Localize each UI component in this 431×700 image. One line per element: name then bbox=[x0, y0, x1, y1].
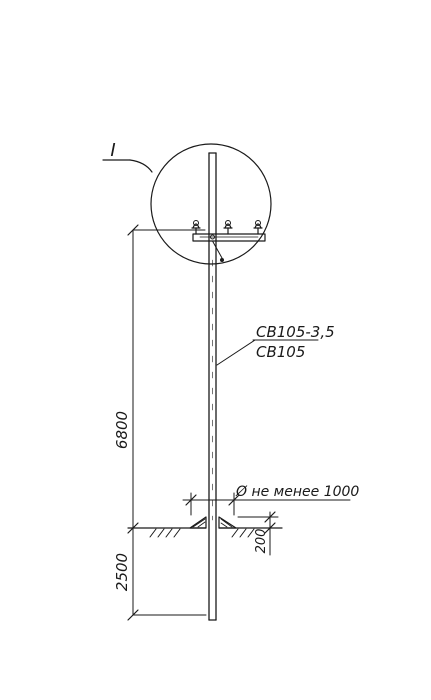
pole-label-secondary: СВ105 bbox=[256, 343, 305, 361]
dimension-200: 200 bbox=[254, 529, 269, 554]
dimension-2500: 2500 bbox=[113, 553, 131, 591]
insulator-left bbox=[191, 220, 201, 235]
pole-label-primary: СВ105-3,5 bbox=[256, 323, 335, 341]
pole-label-leader bbox=[216, 339, 319, 366]
insulator-middle bbox=[223, 220, 233, 235]
vertical-dimension-line bbox=[127, 224, 207, 621]
detail-callout-leader bbox=[102, 159, 153, 173]
dimension-foundation-width: Ø не менее 1000 bbox=[235, 484, 359, 500]
detail-circle bbox=[150, 143, 272, 265]
insulator-right bbox=[253, 220, 263, 235]
dimension-6800: 6800 bbox=[113, 411, 131, 449]
foundation-width-dimension bbox=[182, 492, 351, 516]
pole-shaft bbox=[208, 152, 217, 621]
foundation-base bbox=[189, 516, 237, 529]
detail-callout-label: I bbox=[110, 140, 115, 161]
base-thickness-dimension bbox=[237, 511, 279, 556]
crossarm bbox=[192, 233, 266, 262]
